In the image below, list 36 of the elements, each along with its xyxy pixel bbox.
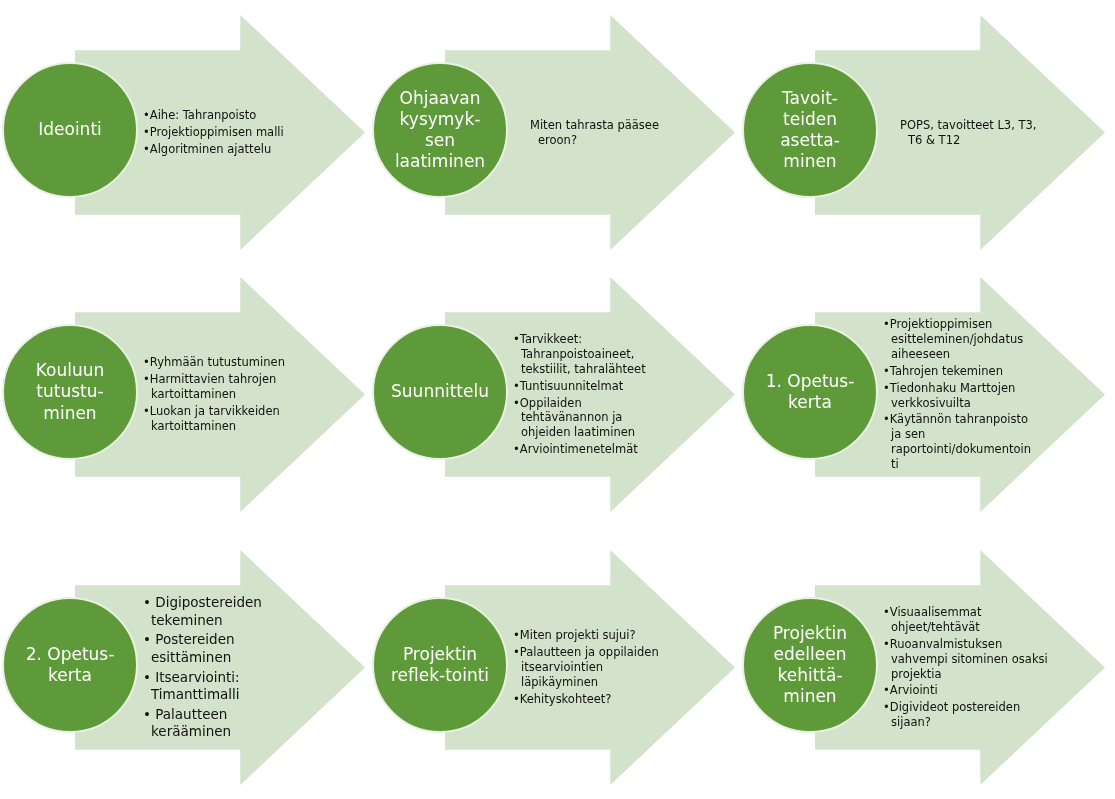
step-text: •Tarvikkeet: Tahranpoistoaineet, tekstiilit, tahralähteet [513,331,647,377]
step-text: •Luokan ja tarvikkeiden kartoittaminen [143,403,281,434]
step-text: • Itsearviointi: Timanttimalli [143,668,241,704]
step-title: Suunnittelu [390,381,490,403]
step-title: Ideointi [37,119,103,141]
step-text: •Aihe: Tahranpoisto [143,108,258,124]
step-text: • Digipostereiden tekeminen [143,594,263,630]
step-title: Tavoit-teiden asetta-minen [779,87,841,173]
step-title: Ohjaavan kysymyk-sen laatiminen [393,87,487,173]
step-text: •Ryhmään tutustuminen [143,355,286,371]
step-text: •Oppilaiden tehtävänannon ja ohjeiden laatiminen [513,395,637,441]
step-text: •Digivideot postereiden sijaan? [883,700,1022,731]
step-text: •Tiedonhaku Marttojen verkkosivuilta [883,380,1017,411]
step-text: •Arviointimenetelmät [513,442,639,458]
step-text: •Käytännön tahranpoisto ja sen raportointi/dokumentointi [883,412,1032,473]
step-title: Kouluun tutustu-minen [34,360,106,424]
step-text: •Projektioppimisen malli [143,125,285,140]
step-text: • Postereiden esittäminen [143,631,236,667]
step-text: •Harmittavien tahrojen kartoittaminen [143,372,278,402]
step-title: Projektin edelleen kehittä-minen [771,622,849,708]
step-text: •Algoritminen ajattelu [143,141,273,157]
step-text: •Kehityskohteet? [513,691,613,707]
step-text: •Ruoanvalmistuksen vahvempi sitominen osaksi projektia [883,636,1048,682]
step-title: Projektin reflek-tointi [390,643,490,687]
step-title: 2. Opetus-kerta [24,643,116,687]
step-text: •Palautteen ja oppilaiden itsearviointien läpikäyminen [513,645,660,690]
step-text: Miten tahrasta pääsee eroon? [530,117,660,148]
step-text: •Tahrojen tekeminen [883,363,1004,379]
step-text: POPS, tavoitteet L3, T3, T6 & T12 [900,117,1038,148]
step-text: • Palautteen kerääminen [143,705,233,741]
step-text: •Arviointi [883,683,939,699]
step-text: •Projektioppimisen esitteleminen/johdatus aiheeseen [883,316,1025,362]
step-text: •Visuaalisemmat ohjeet/tehtävät [883,604,983,635]
step-text: •Miten projekti sujui? [513,628,637,644]
step-text: •Tuntisuunnitelmat [513,378,625,394]
step-title: 1. Opetus-kerta [764,370,856,414]
